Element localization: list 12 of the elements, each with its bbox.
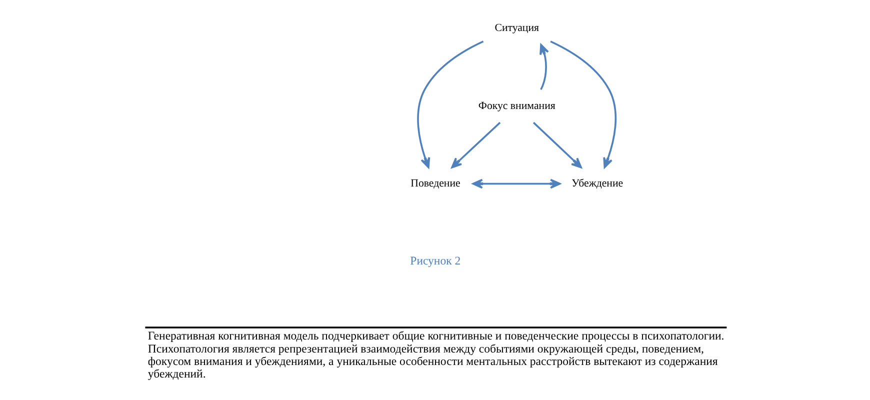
label: Генеративная когнитивная модель подчеркивает общие когнитивные и поведенческие процессы в психопатологии. Психопатология является репрезентацией взаимодействия между событиями окружающей среды, поведением, фокусом внимания и убеждениями, а уникальные особенности ментальных расстройств вытекают из содержания убеждений. bbox=[147, 330, 724, 381]
node-text: Убеждение bbox=[571, 178, 623, 190]
arrow bbox=[450, 122, 500, 168]
node-text: Ситуация bbox=[494, 22, 539, 34]
node-text: Поведение bbox=[410, 178, 460, 190]
node-text: Фокус внимания bbox=[478, 100, 555, 112]
arrow bbox=[472, 178, 560, 189]
arrow bbox=[416, 40, 484, 168]
label: Рисунок 2 bbox=[410, 254, 460, 268]
arrow bbox=[532, 122, 582, 168]
arrow bbox=[550, 40, 616, 168]
arrow bbox=[539, 44, 548, 90]
